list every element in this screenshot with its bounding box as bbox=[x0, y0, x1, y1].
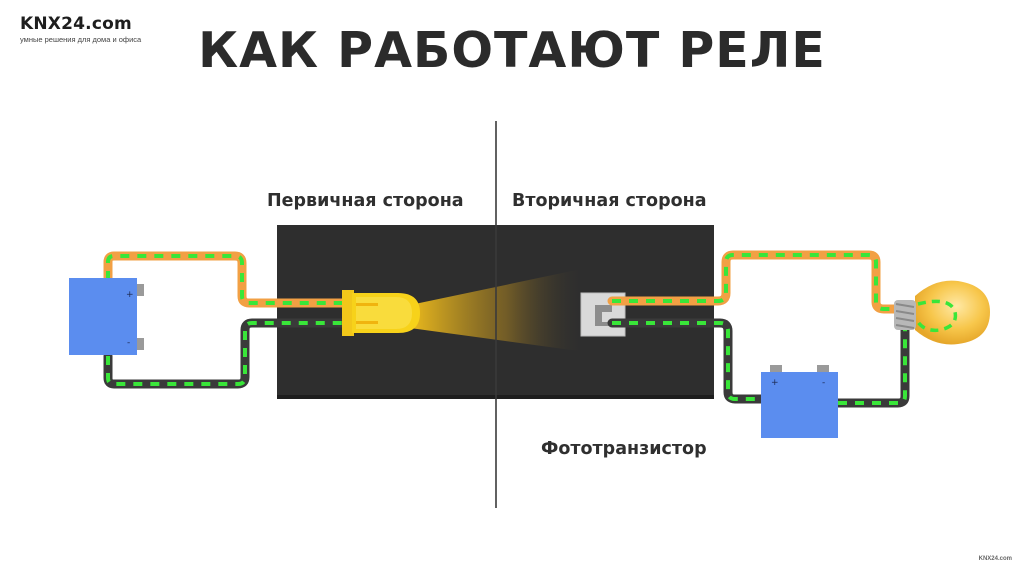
phototransistor-label: Фототранзистор bbox=[541, 439, 707, 459]
led bbox=[342, 290, 420, 336]
secondary-negative-wire bbox=[607, 318, 770, 404]
light-bulb bbox=[894, 280, 990, 345]
light-beam bbox=[410, 268, 586, 352]
secondary-side-label: Вторичная сторона bbox=[512, 191, 707, 211]
site-logo: KNX24.com умные решения для дома и офиса bbox=[20, 14, 141, 44]
page-title: КАК РАБОТАЮТ РЕЛЕ bbox=[198, 22, 826, 79]
secondary-positive-wire bbox=[607, 250, 901, 314]
secondary-battery: + - bbox=[761, 365, 838, 438]
logo-tagline: умные решения для дома и офиса bbox=[20, 35, 142, 44]
secondary-return-wire bbox=[833, 325, 910, 408]
footer-watermark: KNX24.com bbox=[978, 556, 1012, 562]
primary-side-label: Первичная сторона bbox=[267, 191, 464, 211]
primary-battery: + - bbox=[69, 278, 144, 355]
battery2-minus-label: - bbox=[822, 378, 825, 388]
battery2-plus-label: + bbox=[771, 378, 779, 388]
battery-plus-label: + bbox=[126, 290, 134, 300]
logo-text: KNX24.com bbox=[20, 14, 132, 34]
primary-positive-wire bbox=[103, 251, 357, 308]
battery-minus-label: - bbox=[127, 338, 130, 348]
primary-negative-wire bbox=[103, 318, 357, 389]
